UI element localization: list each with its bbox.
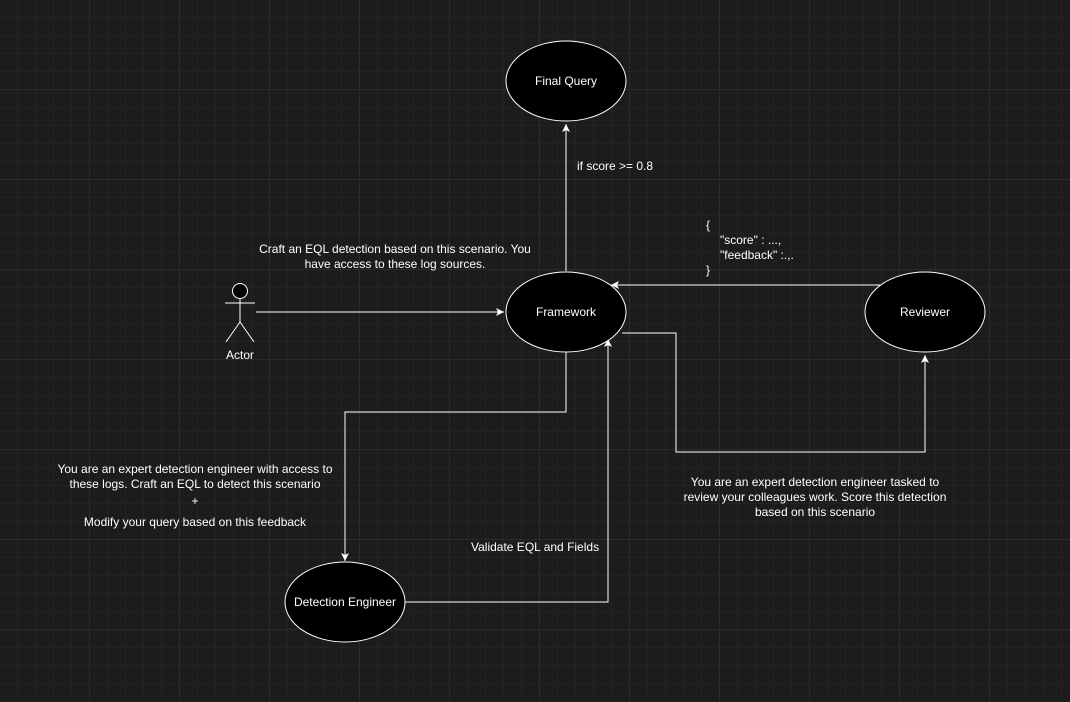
actor-label: Actor bbox=[226, 348, 254, 362]
json-score: "score" : ..., bbox=[720, 233, 782, 247]
node-final-query-label: Final Query bbox=[535, 74, 597, 88]
reviewer-prompt-line1: You are an expert detection engineer tas… bbox=[690, 475, 940, 489]
edge-framework-to-detection-engineer[interactable] bbox=[341, 352, 567, 561]
node-detection-engineer[interactable]: Detection Engineer bbox=[284, 561, 406, 643]
reviewer-prompt-line3: based on this scenario bbox=[754, 505, 876, 519]
node-reviewer-label: Reviewer bbox=[900, 305, 950, 319]
reviewer-prompt-label: You are an expert detection engineer tas… bbox=[665, 475, 965, 520]
edge-detection-engineer-to-framework[interactable] bbox=[405, 339, 612, 603]
engineer-prompt-plus: + bbox=[191, 494, 199, 508]
actor-prompt-line2: have access to these log sources. bbox=[304, 257, 486, 271]
engineer-prompt-label: You are an expert detection engineer wit… bbox=[45, 462, 345, 530]
reviewer-json-label: { "score" : ..., "feedback" :.,. } bbox=[706, 218, 794, 278]
engineer-prompt-line1: You are an expert detection engineer wit… bbox=[57, 462, 333, 476]
node-final-query[interactable]: Final Query bbox=[505, 40, 627, 122]
json-close: } bbox=[706, 263, 711, 277]
engineer-prompt-line3: Modify your query based on this feedback bbox=[83, 515, 307, 529]
validate-label: Validate EQL and Fields bbox=[471, 540, 600, 554]
node-detection-engineer-label: Detection Engineer bbox=[294, 595, 396, 609]
node-reviewer[interactable]: Reviewer bbox=[864, 271, 986, 353]
actor-prompt-line1: Craft an EQL detection based on this sce… bbox=[259, 242, 531, 256]
score-condition-label: if score >= 0.8 bbox=[577, 159, 654, 173]
edge-framework-to-reviewer[interactable] bbox=[622, 332, 929, 453]
node-framework[interactable]: Framework bbox=[505, 271, 627, 353]
node-framework-label: Framework bbox=[536, 305, 597, 319]
engineer-prompt-line2: these logs. Craft an EQL to detect this … bbox=[69, 477, 321, 491]
reviewer-prompt-line2: review your colleagues work. Score this … bbox=[683, 490, 947, 504]
actor-prompt-label: Craft an EQL detection based on this sce… bbox=[245, 242, 545, 272]
json-feedback: "feedback" :.,. bbox=[720, 248, 794, 262]
json-open: { bbox=[706, 218, 711, 232]
actor-icon[interactable] bbox=[225, 283, 255, 343]
